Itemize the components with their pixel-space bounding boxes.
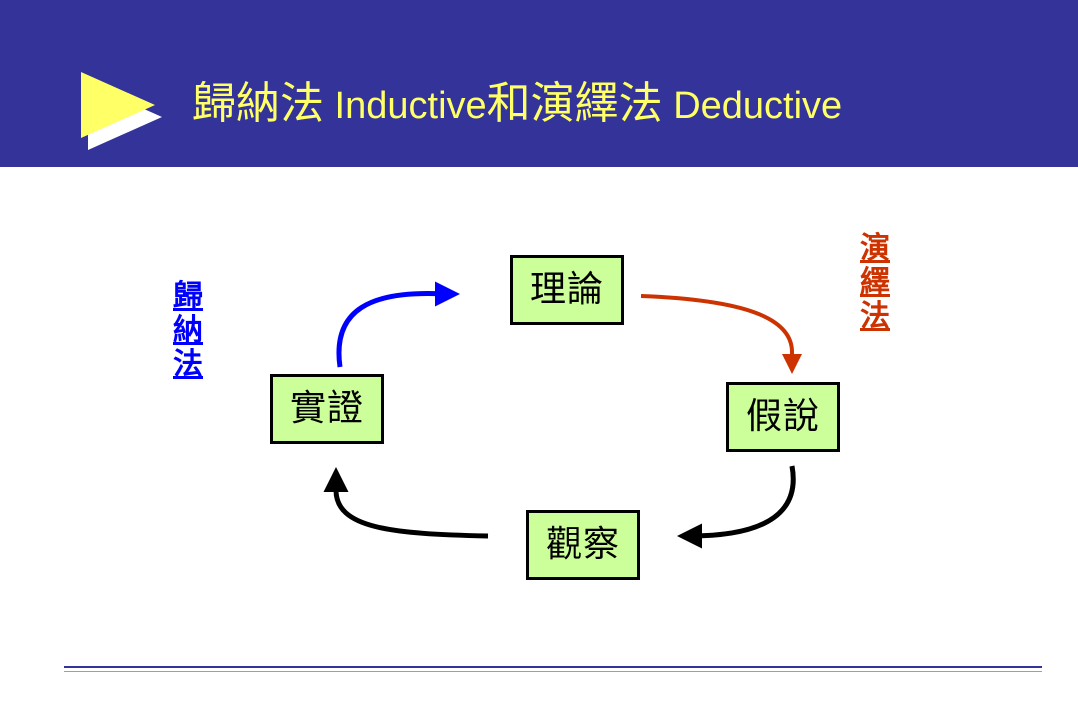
label-deductive-char-3: 法 bbox=[860, 299, 890, 334]
arrow-observation-to-verification bbox=[323, 467, 489, 539]
title-inductive-en: Inductive bbox=[324, 85, 487, 127]
title-inductive-zh: 歸納法 bbox=[192, 78, 324, 129]
footer-rule-bottom bbox=[64, 671, 1042, 672]
label-inductive-char-2: 納 bbox=[173, 313, 203, 348]
label-deductive-char-2: 繹 bbox=[860, 265, 890, 300]
label-inductive-char-1: 歸 bbox=[173, 279, 203, 314]
triangle-face bbox=[81, 72, 155, 138]
page-title: 歸納法 Inductive和演繹法 Deductive bbox=[192, 78, 842, 132]
label-deductive: 演 繹 法 bbox=[857, 232, 893, 334]
title-bar: 歸納法 Inductive和演繹法 Deductive bbox=[0, 0, 1078, 167]
node-theory: 理論 bbox=[510, 255, 624, 325]
arrow-theory-to-hypothesis bbox=[640, 294, 802, 374]
label-inductive-char-3: 法 bbox=[173, 347, 203, 382]
footer-rule-top bbox=[64, 666, 1042, 668]
node-observation: 觀察 bbox=[526, 510, 640, 580]
node-hypothesis: 假說 bbox=[726, 382, 840, 452]
arrow-verification-to-theory bbox=[336, 281, 460, 368]
label-deductive-char-1: 演 bbox=[860, 231, 890, 266]
arrow-hypothesis-to-observation bbox=[677, 465, 796, 549]
title-deductive-zh: 和演繹法 bbox=[486, 78, 663, 129]
title-deductive-en: Deductive bbox=[662, 85, 843, 127]
play-triangle-icon bbox=[81, 72, 162, 150]
node-verification: 實證 bbox=[270, 374, 384, 444]
label-inductive: 歸 納 法 bbox=[170, 280, 206, 382]
